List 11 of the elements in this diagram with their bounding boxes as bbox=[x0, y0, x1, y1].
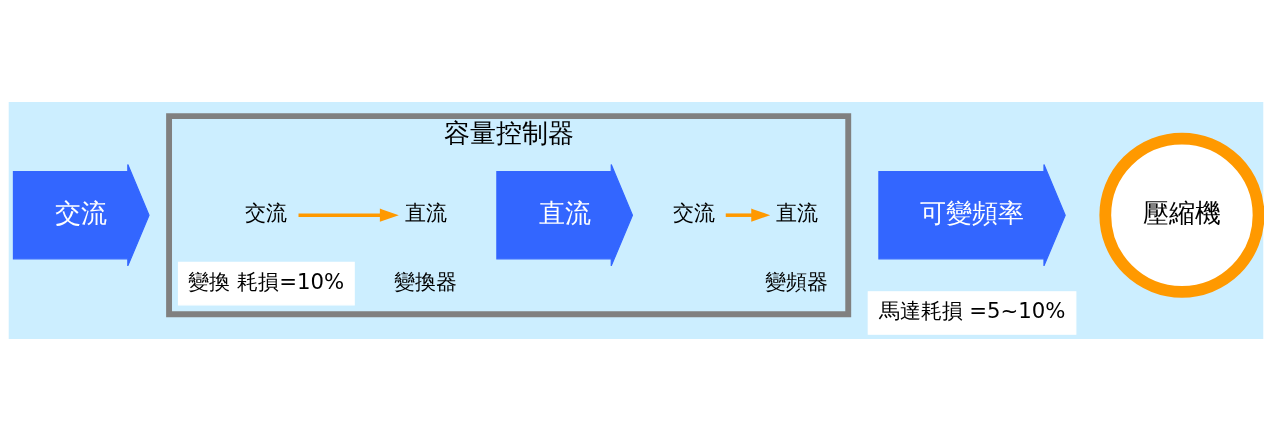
node-text: 交流 bbox=[245, 199, 288, 225]
node-text: 交流 bbox=[672, 199, 715, 225]
node-text: 直流 bbox=[775, 199, 818, 225]
arrow bbox=[725, 208, 771, 222]
node-text: 變頻器 bbox=[765, 268, 829, 294]
arrow bbox=[298, 208, 399, 222]
node-text: 變換器 bbox=[394, 268, 458, 294]
node-text: 直流 bbox=[404, 199, 447, 225]
node-label: 變換 耗損=10% bbox=[188, 268, 345, 294]
node-circle: 壓縮機 bbox=[1099, 132, 1264, 298]
node-label: 馬達耗損 =5~10% bbox=[878, 297, 1066, 323]
